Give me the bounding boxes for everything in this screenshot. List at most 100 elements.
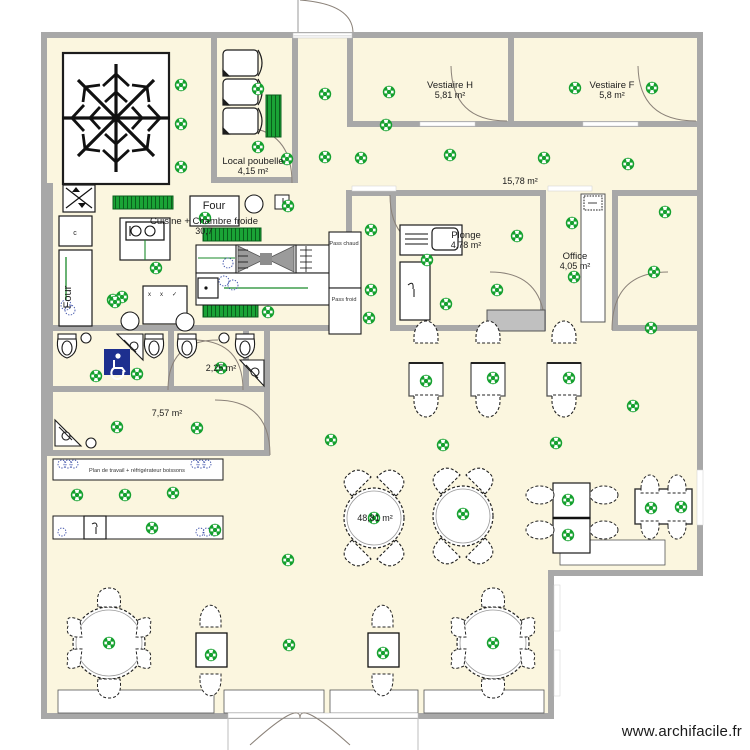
room-label-vestiaire-f: Vestiaire F5,8 m² (590, 80, 635, 100)
plant-marker-icon (456, 507, 470, 521)
walls (41, 32, 703, 719)
plant-marker-icon (436, 438, 450, 452)
room-label-couloir: 15,78 m² (502, 176, 538, 186)
room-area: 4,15 m² (238, 166, 269, 176)
room-name: Cuisine + Chambre froide (150, 216, 258, 227)
equipment-label-pass-froid: Pass froid (332, 297, 357, 303)
room-area: 4,78 m² (451, 240, 482, 250)
corner-sink-3 (54, 418, 83, 447)
plant-marker-icon (382, 85, 396, 99)
plant-marker-icon (376, 646, 390, 660)
plant-marker-icon (208, 523, 222, 537)
plant-marker-icon (204, 648, 218, 662)
plant-marker-icon (645, 81, 659, 95)
plant-marker-icon (130, 367, 144, 381)
plant-marker-icon (251, 82, 265, 96)
plant-marker-icon (420, 253, 434, 267)
plant-marker-icon (443, 148, 457, 162)
wc-2 (143, 333, 165, 359)
sanitary-fixtures (54, 332, 265, 449)
room-name: Vestiaire F (590, 80, 635, 91)
room-area: 5,81 m² (435, 90, 466, 100)
plant-marker-icon (166, 486, 180, 500)
oven-top (189, 195, 240, 227)
plant-marker-icon (626, 399, 640, 413)
plant-marker-icon (110, 420, 124, 434)
plant-marker-icon (647, 265, 661, 279)
plant-marker-icon (145, 521, 159, 535)
table-2top-2 (470, 320, 506, 418)
floor-repaint (53, 392, 264, 450)
wc-3 (176, 333, 198, 359)
plant-marker-icon (379, 118, 393, 132)
oven-left (58, 249, 93, 327)
corner-sink-2 (238, 359, 265, 388)
plant-marker-icon (108, 295, 122, 309)
plant-marker-icon (251, 140, 265, 154)
room-name: Plonge (451, 230, 481, 241)
plant-marker-icon (174, 117, 188, 131)
plant-marker-icon (568, 81, 582, 95)
bin-1 (222, 49, 263, 77)
plant-marker-icon (567, 270, 581, 284)
svg-text:x: x (160, 292, 163, 298)
room-label-vestiaire-h: Vestiaire H5,81 m² (427, 80, 473, 100)
plant-marker-icon (324, 433, 338, 447)
watermark-archifacile: www.archifacile.fr (621, 723, 742, 740)
plant-marker-icon (362, 311, 376, 325)
wheelchair-icon (104, 349, 130, 380)
plant-marker-icon (537, 151, 551, 165)
plant-marker-icon (89, 369, 103, 383)
table-2top-4 (195, 604, 228, 697)
bin-2 (222, 78, 263, 106)
chambre-froide-block (61, 51, 171, 186)
plant-marker-icon (149, 261, 163, 275)
room-area: 4,05 m² (560, 261, 591, 271)
plant-marker-icon (644, 321, 658, 335)
plant-marker-icon (644, 501, 658, 515)
plant-marker-icon (70, 488, 84, 502)
room-area: 7,57 m² (152, 408, 183, 418)
snowflake-icon (62, 64, 170, 172)
plant-marker-icon (174, 160, 188, 174)
svg-text:c: c (73, 230, 77, 237)
office-shelf (580, 193, 606, 323)
plant-marker-icon (549, 436, 563, 450)
plant-marker-icon (282, 638, 296, 652)
equipment-label-four-top: Four (203, 200, 226, 212)
room-area: 48,81 m² (357, 513, 393, 523)
plant-marker-icon (658, 205, 672, 219)
room-name: Office (563, 251, 588, 262)
plant-marker-icon (561, 528, 575, 542)
table-2top-5 (367, 604, 400, 697)
plant-marker-icon (486, 636, 500, 650)
room-area: 2,25 m² (206, 363, 237, 373)
plant-marker-icon (174, 78, 188, 92)
plant-marker-icon (439, 297, 453, 311)
equipment-label-four-left: Four (62, 285, 74, 308)
table-stack-pair (525, 482, 619, 554)
svg-text:✓: ✓ (172, 292, 177, 298)
table-2top-3 (546, 320, 582, 418)
bin-3 (222, 107, 263, 135)
room-area: 5,8 m² (599, 90, 625, 100)
plant-marker-icon (190, 421, 204, 435)
fridge-c (58, 215, 93, 247)
plant-marker-icon (490, 283, 504, 297)
plant-marker-icon (510, 229, 524, 243)
counter-green-2 (202, 227, 262, 242)
equipment-label-plan-travail: Plan de travail + réfrigérateur boissons (89, 468, 185, 474)
plant-marker-icon (562, 371, 576, 385)
pass-chaud-shelf (328, 231, 362, 289)
plant-marker-icon (364, 283, 378, 297)
corner-sink-1 (115, 333, 144, 362)
room-area: 15,78 m² (502, 176, 538, 186)
plant-marker-icon (364, 223, 378, 237)
wc-4 (234, 333, 256, 359)
plant-marker-icon (261, 305, 275, 319)
